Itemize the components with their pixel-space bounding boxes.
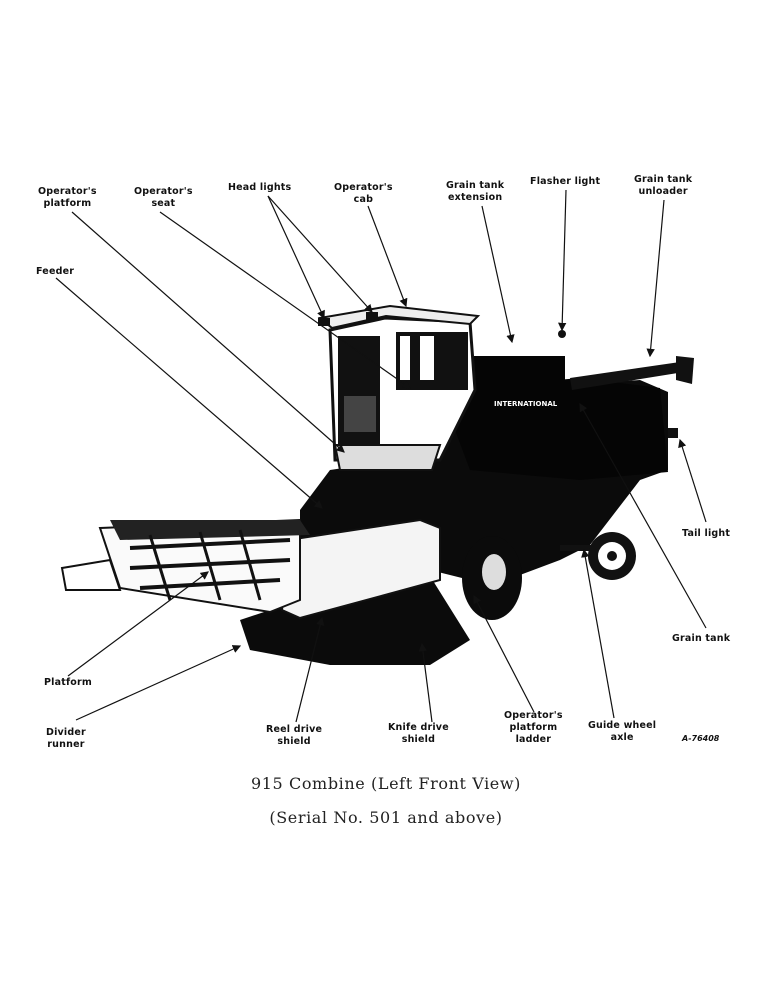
- leader-operators-platform: [71, 211, 345, 453]
- leader-grain-tank: [579, 402, 707, 629]
- leader-grain-tank-extension: [481, 205, 515, 344]
- label-feeder: Feeder: [36, 266, 75, 277]
- label-operators-platform-ladder: Operator's platform ladder: [504, 710, 563, 745]
- label-grain-tank-extension: Grain tank extension: [446, 180, 505, 203]
- figure-reference: A-76408: [682, 734, 720, 743]
- leader-lines: [55, 189, 707, 723]
- label-operators-platform: Operator's platform: [38, 186, 97, 209]
- figure-subtitle: (Serial No. 501 and above): [269, 808, 503, 827]
- leader-divider-runner: [75, 645, 242, 721]
- leader-head-lights-a: [267, 195, 325, 320]
- label-guide-wheel-axle: Guide wheel axle: [588, 720, 657, 743]
- leader-platform: [67, 571, 209, 677]
- leader-guide-wheel-axle: [581, 548, 615, 719]
- combine-body: [60, 304, 694, 665]
- leader-feeder: [55, 277, 323, 509]
- label-grain-tank: Grain tank: [672, 633, 731, 644]
- figure-title: 915 Combine (Left Front View): [250, 774, 522, 793]
- label-operators-cab: Operator's cab: [334, 182, 393, 205]
- label-head-lights: Head lights: [228, 182, 292, 193]
- label-tail-light: Tail light: [682, 528, 731, 539]
- label-operators-seat: Operator's seat: [134, 186, 193, 209]
- label-flasher-light: Flasher light: [530, 176, 601, 187]
- label-divider-runner: Divider runner: [46, 727, 86, 750]
- brand-text: INTERNATIONAL: [494, 400, 558, 408]
- leader-operators-seat: [159, 211, 411, 389]
- leader-operators-platform-ladder: [473, 594, 535, 713]
- leader-knife-drive-shield: [418, 642, 433, 723]
- leader-flasher-light: [558, 189, 567, 332]
- leader-head-lights-b: [267, 195, 373, 313]
- leader-reel-drive-shield: [295, 616, 325, 723]
- leader-operators-cab: [367, 205, 408, 308]
- leader-grain-tank-unloader: [646, 199, 665, 358]
- label-knife-drive-shield: Knife drive shield: [388, 722, 449, 745]
- label-platform: Platform: [44, 677, 93, 688]
- label-reel-drive-shield: Reel drive shield: [266, 724, 323, 747]
- leader-tail-light: [678, 438, 707, 523]
- label-grain-tank-unloader: Grain tank unloader: [634, 174, 693, 197]
